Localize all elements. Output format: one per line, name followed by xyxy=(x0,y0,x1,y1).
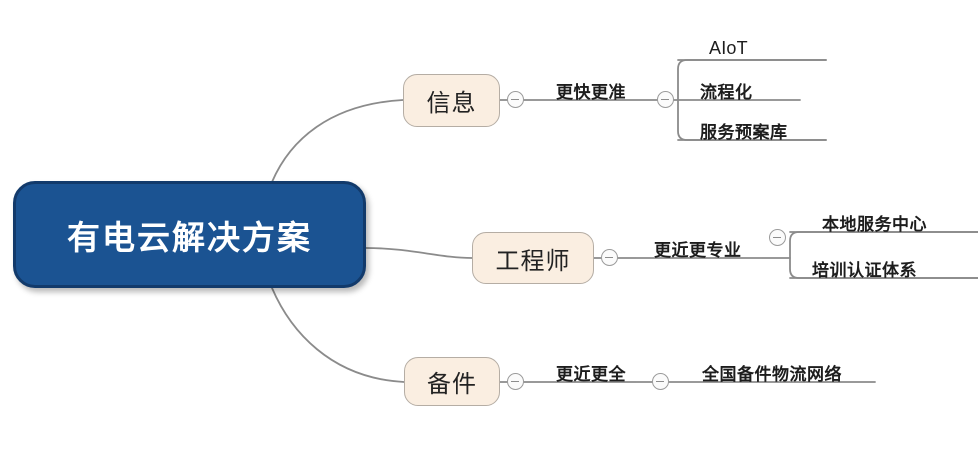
leaf-node-2-1[interactable]: 本地服务中心 xyxy=(822,215,927,234)
branch-node-2-label: 工程师 xyxy=(495,247,571,275)
collapse-toggle-branch-2[interactable] xyxy=(601,249,618,266)
collapse-toggle-branch-1-leaves[interactable] xyxy=(657,91,674,108)
branch-node-1-label: 信息 xyxy=(426,90,477,117)
branch-node-2[interactable]: 工程师 xyxy=(472,232,594,284)
collapse-toggle-branch-3-leaves[interactable] xyxy=(652,373,669,390)
branch-node-3-label: 备件 xyxy=(427,371,477,398)
root-node[interactable]: 有电云解决方案 xyxy=(13,181,366,288)
edge-root-to-branch-2 xyxy=(365,247,473,259)
leaf-node-1-2[interactable]: 流程化 xyxy=(700,83,753,102)
collapse-toggle-branch-3[interactable] xyxy=(507,373,524,390)
branch-node-3[interactable]: 备件 xyxy=(404,357,500,406)
leaf-node-1-1[interactable]: AIoT xyxy=(709,38,748,58)
edge-label-branch-2: 更近更专业 xyxy=(654,241,742,260)
branch-node-1[interactable]: 信息 xyxy=(403,74,500,127)
edge-root-to-branch-1 xyxy=(271,99,404,183)
root-node-label: 有电云解决方案 xyxy=(67,218,312,256)
leaf-node-1-3[interactable]: 服务预案库 xyxy=(700,123,788,142)
leaf-node-3-1[interactable]: 全国备件物流网络 xyxy=(702,365,842,384)
collapse-toggle-branch-2-leaves[interactable] xyxy=(769,229,786,246)
leaf-node-2-2[interactable]: 培训认证体系 xyxy=(812,261,917,280)
edge-label-branch-3: 更近更全 xyxy=(556,365,626,384)
edge-label-branch-1: 更快更准 xyxy=(556,83,626,102)
collapse-toggle-branch-1[interactable] xyxy=(507,91,524,108)
edge-root-to-branch-3 xyxy=(271,287,405,383)
